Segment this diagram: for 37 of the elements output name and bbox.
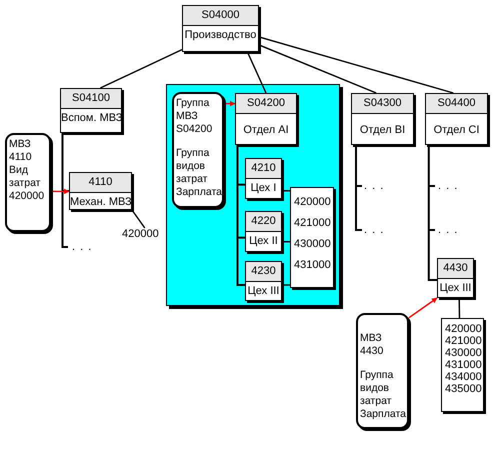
code-text: 420000 — [122, 228, 160, 242]
ellipsis-text: . . . — [364, 224, 384, 236]
arrow — [408, 297, 438, 318]
ellipsis-text: . . . — [438, 180, 458, 192]
connector-line — [282, 241, 290, 242]
connector-line — [258, 36, 454, 94]
connector-line — [428, 145, 437, 281]
code-list-box: 420000 421000 430000 431000 434000 435000 — [441, 318, 484, 412]
note-box: Группа МВЗ S04200 Группа видов затрат Зарплата — [172, 92, 224, 208]
connector-line — [100, 49, 182, 89]
connector-line — [131, 210, 146, 228]
org-unit-box: S04000 Производство — [182, 5, 259, 52]
code-list-box: 420000 421000 430000 431000 — [290, 187, 334, 288]
ellipsis-text: . . . — [438, 224, 458, 236]
connector-line — [236, 145, 245, 286]
org-unit-box: 4430 Цех III — [437, 258, 474, 298]
note-box: МВЗ 4110 Вид затрат 420000 — [5, 133, 51, 232]
arrow — [224, 100, 236, 106]
ellipsis-text: . . . — [364, 180, 384, 192]
org-unit-box: 4110 Механ. МВЗ — [69, 172, 132, 210]
connector-line — [246, 52, 267, 94]
org-unit-box: 4230 Цех III — [245, 261, 282, 301]
org-unit-box: 4210 Цех I — [245, 158, 282, 199]
note-box: МВЗ 4430 Группа видов затрат Зарплата — [356, 313, 409, 429]
connector-line — [282, 190, 290, 192]
connector-line — [61, 133, 69, 192]
connector-line — [258, 44, 376, 94]
arrow — [51, 188, 70, 194]
org-unit-box: S04200 Отдел AI — [235, 93, 297, 145]
connector-line — [458, 298, 460, 318]
org-unit-box: S04400 Отдел CI — [425, 93, 488, 145]
org-unit-box: S04300 Отдел BI — [351, 93, 414, 145]
group-panel — [166, 84, 340, 306]
ellipsis-text: . . . — [72, 241, 92, 253]
org-unit-box: 4220 Цех II — [245, 211, 282, 252]
org-unit-box: S04100 Вспом. МВЗ — [60, 88, 122, 133]
connector-line — [282, 284, 290, 286]
